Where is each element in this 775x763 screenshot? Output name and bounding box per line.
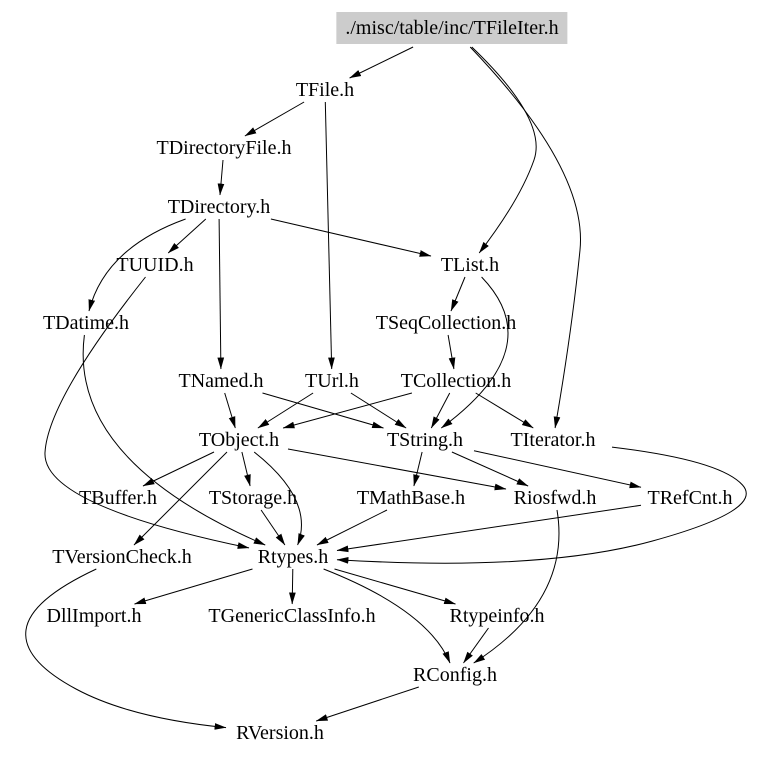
graph-edge-TMathBase-Rtypes: [316, 509, 388, 546]
graph-node-TFile[interactable]: TFile.h: [295, 79, 355, 101]
graph-node-Riosfwd[interactable]: Riosfwd.h: [513, 487, 597, 509]
graph-edge-TFileIter-TList: [471, 46, 537, 254]
graph-node-DllImport[interactable]: DllImport.h: [46, 605, 142, 627]
graph-edge-Riosfwd-RConfig: [473, 509, 560, 664]
graph-node-TNamed[interactable]: TNamed.h: [178, 370, 264, 392]
graph-node-TVersionCheck[interactable]: TVersionCheck.h: [52, 546, 192, 568]
graph-edge-TObject-TStorage: [241, 451, 251, 487]
graph-edge-TFile-TDirectoryFile: [244, 101, 305, 137]
graph-node-Rtypes[interactable]: Rtypes.h: [257, 546, 329, 568]
graph-node-TObject[interactable]: TObject.h: [198, 429, 280, 451]
graph-edge-TCollection-TIterator: [475, 392, 534, 429]
graph-edge-TString-TRefCnt: [473, 450, 642, 489]
graph-edge-TString-Riosfwd: [451, 451, 529, 487]
graph-node-TDirectoryFile[interactable]: TDirectoryFile.h: [156, 137, 292, 159]
graph-edge-TVersionCheck-RVersion: [25, 568, 227, 730]
graph-edge-TFileIter-TIterator: [469, 46, 582, 429]
graph-edge-TObject-Riosfwd: [287, 448, 507, 491]
graph-edge-TNamed-TString: [262, 392, 384, 429]
graph-edge-TObject-TBuffer: [142, 451, 215, 487]
graph-node-TString[interactable]: TString.h: [386, 429, 464, 451]
graph-node-TUrl[interactable]: TUrl.h: [305, 370, 359, 392]
graph-edge-TString-TMathBase: [413, 451, 423, 487]
graph-edge-TObject-TVersionCheck: [133, 451, 228, 546]
graph-edge-TDatime-Rtypes: [82, 334, 266, 546]
graph-edge-TRefCnt-Rtypes: [336, 504, 642, 553]
graph-edge-TUUID-Rtypes: [44, 276, 250, 549]
graph-edge-TList-TSeqCollection: [450, 276, 466, 312]
graph-node-TDirectory[interactable]: TDirectory.h: [167, 196, 271, 218]
graph-edge-TIterator-Rtypes: [336, 446, 747, 564]
graph-edge-TFileIter-TFile: [349, 46, 414, 79]
graph-edge-TObject-Rtypes: [253, 451, 305, 546]
graph-node-TUUID[interactable]: TUUID.h: [116, 254, 194, 276]
graph-node-TRefCnt[interactable]: TRefCnt.h: [647, 487, 733, 509]
graph-node-TCollection[interactable]: TCollection.h: [400, 370, 512, 392]
graph-node-TGenericClassInfo[interactable]: TGenericClassInfo.h: [208, 605, 376, 627]
graph-edge-TUrl-TString: [350, 392, 407, 429]
graph-edge-TDirectory-TDatime: [88, 218, 186, 312]
graph-edge-TDirectoryFile-TDirectory: [217, 159, 225, 196]
graph-edge-Rtypes-RConfig: [323, 568, 451, 664]
graph-node-TSeqCollection[interactable]: TSeqCollection.h: [375, 312, 517, 334]
graph-edge-Rtypeinfo-RConfig: [463, 627, 489, 664]
graph-node-TBuffer[interactable]: TBuffer.h: [79, 487, 157, 509]
graph-edge-TUrl-TObject: [257, 392, 314, 429]
graph-edge-Rtypes-Rtypeinfo: [334, 568, 456, 605]
graph-node-TFileIter: ./misc/table/inc/TFileIter.h: [336, 12, 568, 44]
graph-edge-TNamed-TObject: [224, 392, 236, 429]
graph-edge-TStorage-Rtypes: [260, 509, 286, 546]
graph-edge-TCollection-TString: [430, 392, 451, 429]
graph-edge-TList-TString: [441, 276, 509, 429]
graph-node-TStorage[interactable]: TStorage.h: [208, 487, 298, 509]
graph-edge-RConfig-RVersion: [315, 686, 419, 722]
graph-node-Rtypeinfo[interactable]: Rtypeinfo.h: [449, 605, 545, 627]
graph-node-RVersion[interactable]: RVersion.h: [236, 722, 324, 744]
graph-edge-Rtypes-TGenericClassInfo: [289, 568, 296, 605]
graph-node-TList[interactable]: TList.h: [440, 254, 500, 276]
graph-edge-TDirectory-TNamed: [217, 218, 225, 370]
graph-edge-TDirectory-TUUID: [167, 218, 207, 254]
graph-node-TMathBase[interactable]: TMathBase.h: [356, 487, 466, 509]
graph-edge-Rtypes-DllImport: [134, 568, 253, 605]
graph-edge-TFile-TUrl: [324, 101, 335, 370]
graph-node-TIterator[interactable]: TIterator.h: [510, 429, 596, 451]
graph-edge-TCollection-TObject: [282, 392, 413, 429]
graph-edge-TDirectory-TList: [270, 218, 432, 257]
graph-node-RConfig[interactable]: RConfig.h: [413, 664, 497, 686]
graph-edge-TSeqCollection-TCollection: [447, 334, 456, 370]
graph-node-TDatime[interactable]: TDatime.h: [42, 312, 130, 334]
